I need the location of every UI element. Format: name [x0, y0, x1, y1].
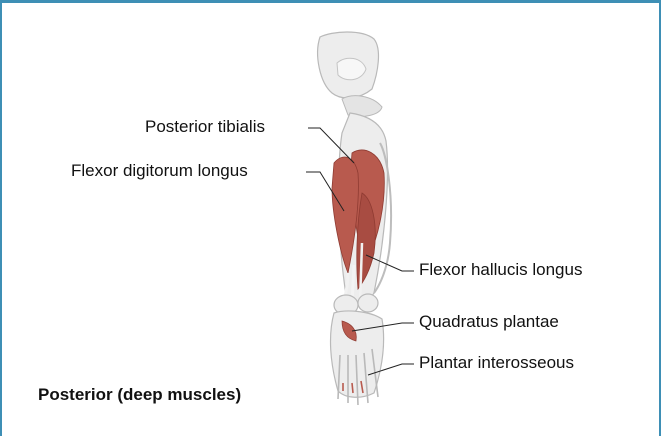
- label-quadratus-plantae: Quadratus plantae: [419, 312, 559, 332]
- label-flexor-digitorum-longus: Flexor digitorum longus: [71, 161, 248, 181]
- foot-bones: [331, 311, 384, 405]
- knee-bones: [318, 32, 382, 117]
- figure-caption: Posterior (deep muscles): [38, 385, 241, 405]
- label-flexor-hallucis-longus: Flexor hallucis longus: [419, 260, 582, 280]
- label-posterior-tibialis: Posterior tibialis: [145, 117, 265, 137]
- leg-illustration: [2, 3, 661, 439]
- label-plantar-interosseous: Plantar interosseous: [419, 353, 574, 373]
